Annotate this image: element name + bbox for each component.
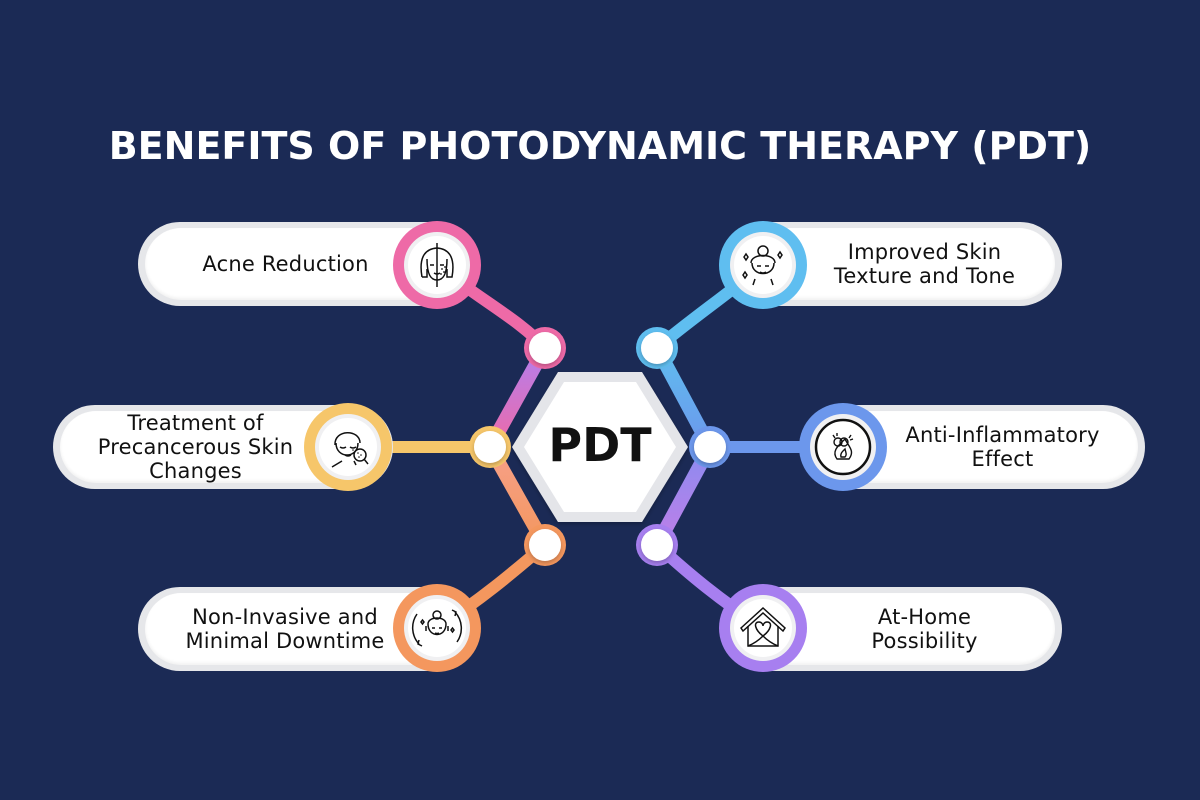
hub-hexagon bbox=[512, 372, 688, 522]
benefit-label-line: Non-Invasive and bbox=[192, 605, 378, 629]
benefit-label-line: Possibility bbox=[871, 629, 978, 653]
benefit-label: Acne Reduction bbox=[158, 222, 413, 306]
ring-nodes bbox=[469, 327, 731, 566]
benefit-label-line: At-Home bbox=[877, 605, 972, 629]
benefit-label-line: Treatment of bbox=[127, 411, 264, 435]
benefit-label-line: Acne Reduction bbox=[202, 252, 369, 276]
benefit-label-line: Improved Skin bbox=[847, 240, 1002, 264]
benefit-label: Improved Skin Texture and Tone bbox=[802, 222, 1047, 306]
benefit-label: Anti-Inflammatory Effect bbox=[880, 405, 1125, 489]
benefit-card-inflammation: Anti-Inflammatory Effect bbox=[800, 405, 1145, 489]
benefit-label: At-Home Possibility bbox=[802, 587, 1047, 671]
benefit-label-line: Minimal Downtime bbox=[185, 629, 385, 653]
benefit-card-acne: Acne Reduction bbox=[138, 222, 478, 306]
benefit-card-precancer: Treatment of Precancerous Skin Changes bbox=[53, 405, 393, 489]
benefit-label-line: Precancerous Skin bbox=[97, 435, 294, 459]
benefit-label: Non-Invasive and Minimal Downtime bbox=[156, 587, 414, 671]
benefit-label-line: Effect bbox=[971, 447, 1034, 471]
benefit-label-line: Changes bbox=[149, 459, 242, 483]
benefit-card-noninvasive: Non-Invasive and Minimal Downtime bbox=[138, 587, 478, 671]
benefit-card-texture: Improved Skin Texture and Tone bbox=[722, 222, 1062, 306]
benefit-label-line: Texture and Tone bbox=[833, 264, 1016, 288]
benefit-label: Treatment of Precancerous Skin Changes bbox=[68, 405, 323, 489]
page-title: BENEFITS OF PHOTODYNAMIC THERAPY (PDT) bbox=[108, 124, 1092, 168]
hub-label: PDT bbox=[548, 418, 652, 472]
benefit-label-line: Anti-Inflammatory bbox=[905, 423, 1100, 447]
benefit-card-athome: At-Home Possibility bbox=[722, 587, 1062, 671]
